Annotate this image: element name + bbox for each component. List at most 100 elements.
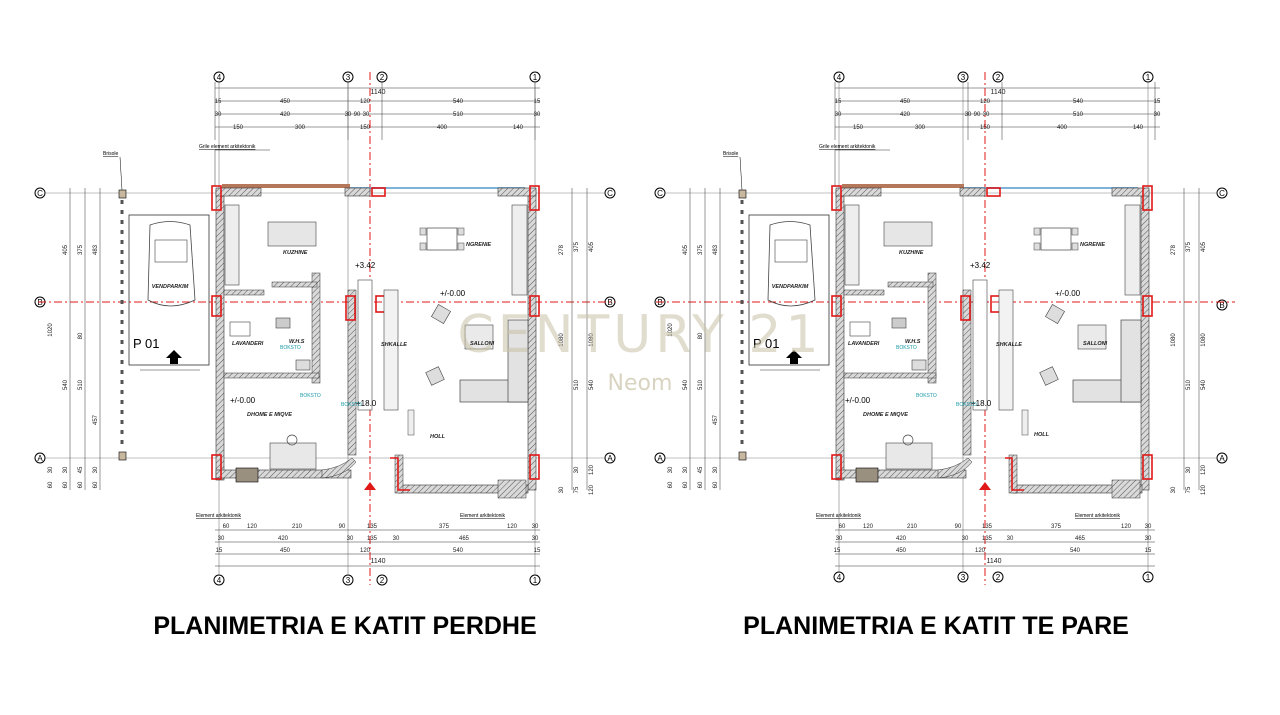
grid-label-A-left: A	[657, 454, 663, 463]
dimension-value: 30	[983, 112, 990, 118]
grid-label-B-right: B	[1219, 301, 1224, 310]
dimension-value: 510	[78, 379, 84, 390]
dimension-value: 400	[1057, 125, 1068, 131]
dimension-value: 15	[835, 99, 842, 105]
dimension-value: 510	[698, 379, 704, 390]
dimension-value: 420	[896, 536, 907, 542]
grid-label-1-bottom: 1	[1146, 573, 1151, 582]
dimension-value: 1020	[668, 323, 674, 337]
dimension-value: 30	[532, 536, 539, 542]
grid-label-3-top: 3	[961, 73, 966, 82]
dimension-value: 135	[982, 524, 993, 530]
grille-element	[222, 184, 350, 188]
grid-bubble-2-top	[992, 71, 1004, 83]
room-label-stairs: SHKALLE	[381, 342, 407, 348]
dimension-value: 278	[1171, 244, 1177, 255]
car-icon	[147, 221, 196, 307]
room-label-dining: NGRENIE	[466, 242, 491, 248]
dimension-value: 510	[1073, 112, 1084, 118]
grid-label-4-bottom: 4	[837, 573, 842, 582]
room-label-stairs: SHKALLE	[996, 342, 1022, 348]
dining-table	[1040, 227, 1072, 251]
label-brisole: Brisole	[103, 151, 119, 157]
dimension-value: 30	[965, 112, 972, 118]
dimension-value: 30	[962, 536, 969, 542]
room-label-bedroom: DHOME E MIQVE	[247, 412, 292, 418]
dimension-value: 60	[668, 481, 674, 488]
label-element-bottom-left: Element arkitektonik	[196, 513, 242, 519]
room-label-hall: HOLL	[430, 434, 446, 440]
dimension-value: 60	[698, 481, 704, 488]
dimension-value: 45	[698, 466, 704, 473]
dimension-value: 540	[1070, 548, 1081, 554]
dimension-value: 15	[215, 99, 222, 105]
dimension-value: 540	[453, 548, 464, 554]
dimension-value: 60	[839, 524, 846, 530]
room-label-parking: VENDPARKIM	[772, 284, 809, 290]
dimension-value: 90	[354, 112, 361, 118]
dimension-value: 465	[1075, 536, 1086, 542]
grid-label-3-top: 3	[346, 73, 351, 82]
level-marker-zero-2: +/-0.00	[230, 396, 256, 405]
kitchen-island	[267, 221, 317, 247]
grid-label-1-bottom: 1	[533, 576, 538, 585]
dimension-value: 400	[437, 125, 448, 131]
dimension-value: 30	[1145, 536, 1152, 542]
grid-label-1-top: 1	[1146, 73, 1151, 82]
dimension-value: 405	[589, 241, 595, 252]
level-marker-zero: +/-0.00	[1055, 289, 1081, 298]
dimension-value: 75	[1186, 486, 1192, 493]
grille-element	[842, 184, 964, 188]
dim-overall-bottom: 1140	[986, 558, 1001, 565]
dimension-value: 120	[589, 484, 595, 495]
dimension-value: 540	[1073, 99, 1084, 105]
grid-label-A-right: A	[1219, 454, 1225, 463]
staircase	[972, 279, 1014, 411]
entry-arrow-icon	[786, 350, 802, 364]
grid-bubble-2-bottom	[376, 574, 388, 586]
dimension-value: 30	[63, 466, 69, 473]
dim-overall-top: 1140	[990, 89, 1005, 96]
label-grille: Grile element arkitektonik	[199, 144, 256, 150]
dimension-value: 30	[347, 536, 354, 542]
grid-label-2-bottom: 2	[380, 576, 385, 585]
dimension-value: 457	[93, 414, 99, 425]
north-arrow-icon	[979, 482, 991, 490]
dimension-value: 30	[713, 466, 719, 473]
dining-table	[426, 227, 458, 251]
parking-area: VENDPARKIM P 01	[128, 214, 210, 371]
dimension-value: 465	[459, 536, 470, 542]
dimension-value: 140	[1133, 125, 1144, 131]
grid-label-A-left: A	[37, 454, 43, 463]
dimension-value: 510	[574, 379, 580, 390]
dimension-value: 450	[280, 99, 291, 105]
dimension-value: 60	[93, 481, 99, 488]
dimension-value: 1080	[559, 333, 565, 347]
dimension-value: 120	[360, 548, 371, 554]
room-label-laundry: LAVANDERI	[232, 341, 264, 347]
dimension-value: 375	[574, 241, 580, 252]
grid-bubble-2-bottom	[992, 571, 1004, 583]
dimension-value: 278	[559, 244, 565, 255]
staircase	[357, 279, 399, 411]
room-label-parking: VENDPARKIM	[152, 284, 189, 290]
room-label-bedroom: DHOME E MIQVE	[863, 412, 908, 418]
dimension-value: 30	[345, 112, 352, 118]
dimension-value: 15	[1145, 548, 1152, 554]
dimension-value: 30	[215, 112, 222, 118]
dimension-value: 457	[713, 414, 719, 425]
dimension-value: 30	[836, 536, 843, 542]
bed	[269, 442, 317, 470]
bed	[885, 442, 933, 470]
grid-label-3-bottom: 3	[961, 573, 966, 582]
dimension-value: 30	[683, 466, 689, 473]
dimension-value: 483	[93, 244, 99, 255]
room-label-wc: W.H.S	[289, 339, 305, 345]
grid-label-2-bottom: 2	[996, 573, 1001, 582]
dimension-value: 150	[360, 125, 371, 131]
